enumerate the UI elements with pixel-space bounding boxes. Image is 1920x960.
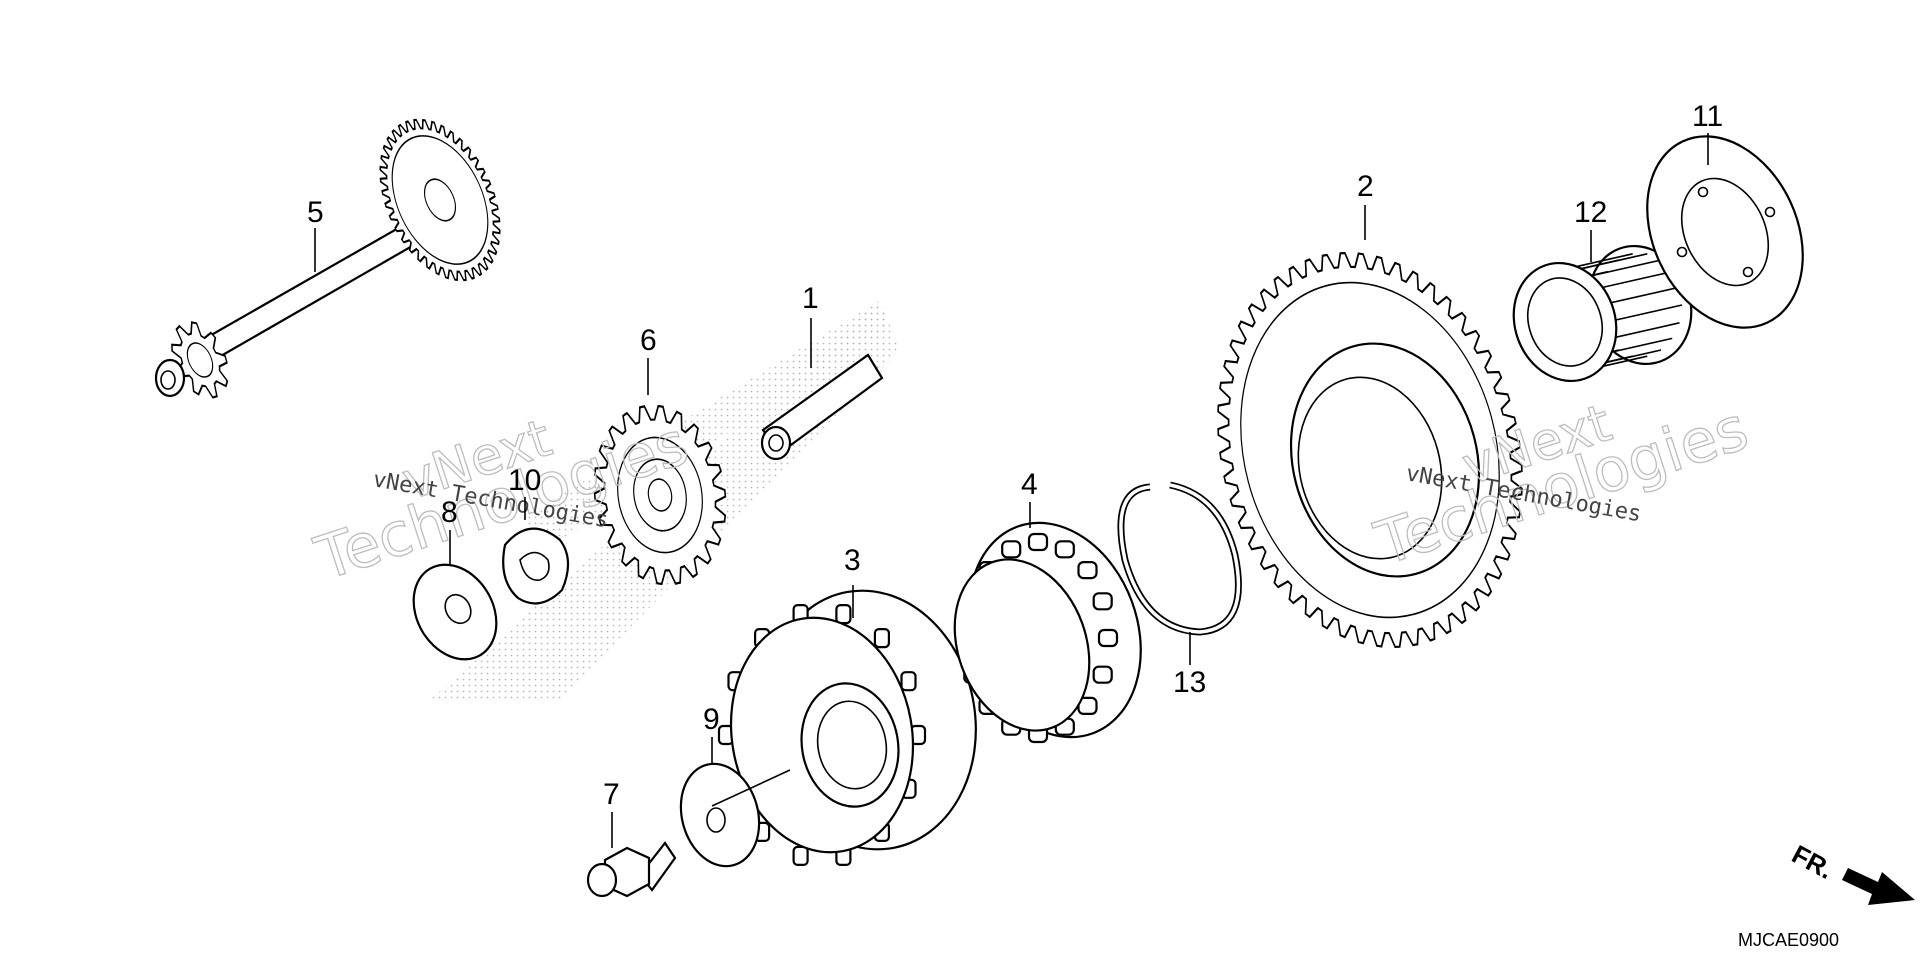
callout-10: 10 xyxy=(508,464,541,497)
callout-13: 13 xyxy=(1173,666,1206,699)
callout-2: 2 xyxy=(1357,170,1374,203)
part-8-washer xyxy=(412,563,498,661)
direction-label: FR. xyxy=(1787,839,1838,885)
callout-5: 5 xyxy=(307,196,324,229)
part-5-shaft-gear xyxy=(154,118,501,399)
part-9-washer xyxy=(679,762,761,868)
callouts: 1 2 3 4 5 6 7 8 9 10 11 12 13 xyxy=(307,100,1723,811)
callout-6: 6 xyxy=(640,324,657,357)
callout-3: 3 xyxy=(844,544,861,577)
part-2-driven-gear xyxy=(1217,251,1523,649)
diagram-code: MJCAE0900 xyxy=(1738,930,1839,950)
callout-7: 7 xyxy=(603,778,620,811)
part-6-gear xyxy=(593,404,727,586)
callout-11: 11 xyxy=(1692,100,1723,133)
part-11-thrust-washer xyxy=(1646,135,1804,329)
part-13-circlip xyxy=(1117,481,1242,636)
part-3-clutch-outer xyxy=(717,589,977,867)
callout-9: 9 xyxy=(703,703,720,736)
callout-8: 8 xyxy=(441,496,458,529)
part-4-one-way-clutch xyxy=(953,521,1142,744)
part-1-pin xyxy=(760,353,884,461)
direction-indicator: FR. xyxy=(1787,839,1915,905)
arrow-icon xyxy=(1842,868,1915,905)
part-10-lock-plate xyxy=(502,527,570,605)
callout-4: 4 xyxy=(1021,468,1038,501)
callout-1: 1 xyxy=(802,282,819,315)
leader-lines xyxy=(314,133,1709,848)
callout-12: 12 xyxy=(1574,196,1607,229)
part-7-bolt xyxy=(586,841,677,898)
